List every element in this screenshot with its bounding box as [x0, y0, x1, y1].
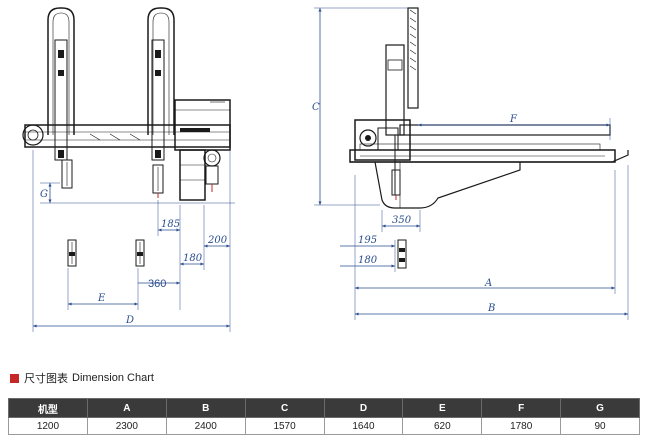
side-carriage: [354, 119, 411, 161]
dimension-drawing: G D E 185 200 180 360: [22, 7, 629, 332]
header-e: E: [402, 398, 483, 418]
cell-d: 1640: [323, 417, 404, 435]
gripper-right: [135, 239, 145, 267]
cell-a: 2300: [86, 417, 167, 435]
side-dimensions: [314, 7, 629, 320]
header-f: F: [481, 398, 562, 418]
label-a: A: [484, 278, 492, 289]
header-model: 机型: [8, 398, 88, 418]
right-vertical-arm: [147, 7, 175, 198]
side-horizontal-rail: [349, 124, 629, 163]
cell-b: 2400: [165, 417, 246, 435]
label-c: C: [312, 102, 320, 113]
cell-f: 1780: [481, 417, 562, 435]
front-dimensions: [32, 150, 235, 332]
side-bracket: [374, 161, 521, 209]
label-f: F: [509, 114, 518, 125]
side-vertical-column: [385, 7, 419, 200]
motor-unit: [179, 149, 221, 201]
section-title: 尺寸图表 Dimension Chart: [10, 371, 154, 385]
header-c: C: [244, 398, 325, 418]
dimension-table: 机型 A B C D E F G 1200 2300 2400 1570 164…: [8, 398, 640, 435]
title-marker-icon: [10, 373, 19, 383]
header-b: B: [165, 398, 246, 418]
gripper-left: [67, 239, 77, 267]
label-g: G: [40, 189, 48, 200]
side-gripper: [397, 239, 407, 269]
table-header-row: 机型 A B C D E F G: [8, 398, 640, 418]
label-e: E: [97, 293, 106, 304]
side-view: [349, 7, 629, 269]
label-185: 185: [161, 219, 180, 230]
front-view: [22, 7, 231, 267]
header-d: D: [323, 398, 404, 418]
label-180-side: 180: [358, 255, 378, 266]
label-d: D: [125, 315, 134, 326]
label-350: 350: [392, 215, 412, 226]
section-title-en: Dimension Chart: [72, 372, 154, 384]
label-180-front: 180: [183, 253, 203, 264]
label-195: 195: [358, 235, 377, 246]
label-200: 200: [207, 235, 228, 246]
left-vertical-arm: [47, 7, 75, 189]
cell-model: 1200: [8, 417, 88, 435]
header-g: G: [560, 398, 640, 418]
label-360: 360: [148, 278, 166, 290]
cell-c: 1570: [244, 417, 325, 435]
cell-e: 620: [402, 417, 483, 435]
table-row: 1200 2300 2400 1570 1640 620 1780 90: [8, 417, 640, 435]
header-a: A: [86, 398, 167, 418]
cell-g: 90: [560, 417, 640, 435]
label-b: B: [487, 303, 495, 314]
section-title-cn: 尺寸图表: [24, 373, 68, 385]
